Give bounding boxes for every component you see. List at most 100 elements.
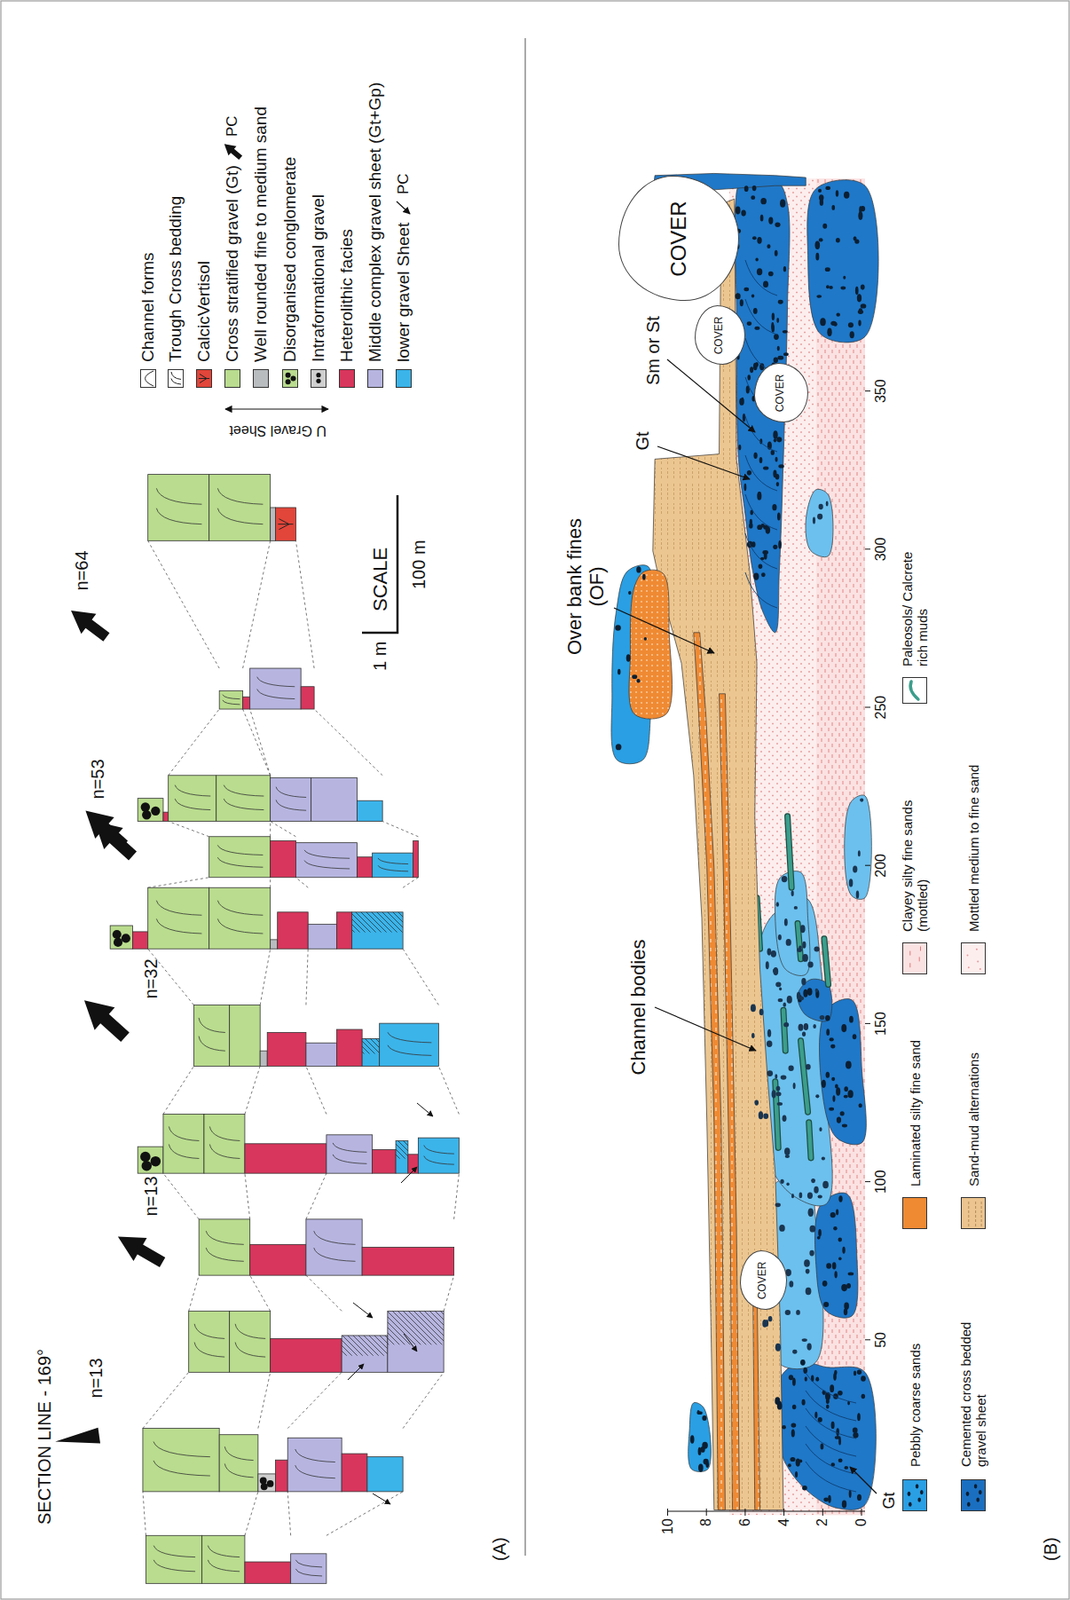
pebble	[826, 328, 832, 337]
pebble	[843, 1307, 848, 1315]
correlation-line	[402, 948, 439, 1005]
pebble	[818, 188, 822, 193]
log-bed	[291, 1553, 327, 1584]
pebble	[768, 1315, 773, 1322]
figure-label: 200	[873, 853, 890, 878]
correlation-line	[306, 1065, 327, 1114]
pebble	[835, 1086, 841, 1096]
cross-bed	[745, 416, 778, 452]
swatch-mark	[919, 956, 921, 961]
pebble	[792, 1404, 796, 1409]
pebble	[832, 1094, 835, 1102]
pebble	[837, 1237, 842, 1243]
pebble	[831, 1077, 835, 1081]
log-bed	[202, 1534, 245, 1583]
log-bed	[336, 1029, 362, 1066]
log-bed	[148, 887, 210, 949]
pebble	[617, 668, 621, 676]
cover-blob: COVER	[694, 306, 746, 366]
cross-bed	[332, 1154, 367, 1164]
pebble	[849, 1015, 854, 1023]
swatch-mark	[171, 371, 181, 385]
legend-swatch	[338, 369, 355, 388]
pebble	[825, 267, 831, 272]
log-bed	[219, 690, 243, 709]
section-axes	[668, 391, 872, 1516]
pebble	[776, 481, 779, 487]
bed-hatch	[387, 1310, 444, 1345]
correlation-line	[142, 1371, 189, 1428]
correlation-line	[244, 1065, 260, 1114]
pebble	[772, 968, 776, 973]
log-bed	[300, 686, 315, 709]
correlation-line	[258, 1371, 271, 1428]
cross-bed	[257, 676, 296, 687]
pebble	[766, 1040, 772, 1048]
log-bed	[413, 840, 419, 877]
correlation-line	[259, 948, 270, 1005]
log-bed	[267, 1031, 307, 1066]
cross-bed	[314, 1247, 356, 1261]
pebble	[829, 1037, 834, 1041]
paleosol-streak	[783, 1009, 786, 1051]
pebble	[826, 284, 830, 289]
pebble	[857, 1412, 861, 1421]
pebble	[776, 317, 779, 323]
swatch-mark	[981, 1199, 983, 1227]
figure-label: 250	[873, 695, 890, 720]
pebble	[860, 1375, 866, 1382]
pebble	[778, 299, 784, 305]
cross-bed	[207, 1559, 240, 1572]
legend-text: Mottled medium to fine sand	[966, 764, 982, 932]
cross-bed	[217, 487, 263, 504]
pebble	[826, 1262, 832, 1268]
swatch-pattern	[196, 369, 212, 387]
correlation-line	[314, 708, 383, 776]
bed-hatch	[361, 1038, 380, 1054]
pebble	[815, 988, 819, 992]
clast	[121, 933, 131, 943]
pebble	[697, 1409, 701, 1414]
log-bed	[311, 777, 358, 821]
pebble	[778, 986, 782, 991]
pebble	[812, 1023, 817, 1029]
cover-label: COVER	[774, 374, 787, 413]
correlation-line	[168, 708, 220, 776]
cover-label: COVER	[667, 200, 691, 276]
pebble	[774, 221, 780, 228]
log-bed	[244, 1143, 327, 1173]
figure-label: SECTION LINE - 169°	[34, 1348, 56, 1525]
pebble	[809, 1250, 814, 1257]
log-bed	[326, 1134, 373, 1173]
paleosol-streak	[801, 1040, 809, 1112]
log-bed	[145, 1534, 202, 1583]
cross-bed	[257, 689, 296, 700]
log-columns	[110, 474, 459, 1584]
pebble	[784, 918, 788, 927]
axis-tick	[865, 548, 871, 550]
paleocurrent-rose-arrow	[74, 989, 136, 1049]
log-bed	[306, 1042, 337, 1066]
pebble	[807, 960, 813, 968]
log-bed	[395, 1140, 409, 1173]
log-bed	[367, 1456, 403, 1492]
pebble	[860, 284, 866, 291]
pebble	[783, 266, 787, 272]
figure-label: SCALE	[369, 547, 392, 612]
pebble	[753, 307, 758, 315]
figure-label: Gt	[880, 1491, 899, 1509]
axis-tick	[865, 390, 871, 392]
legend-swatch	[902, 1196, 928, 1229]
pebble	[782, 1001, 787, 1007]
pebble	[815, 1093, 819, 1098]
pebble	[833, 1226, 837, 1231]
cross-bed	[295, 1559, 323, 1567]
figure-label: 100	[873, 1169, 890, 1194]
pebble	[841, 1023, 847, 1032]
pebble	[786, 995, 793, 1004]
bed-hatch	[395, 1140, 409, 1158]
pebble	[849, 878, 854, 887]
log-bed	[244, 1561, 292, 1583]
pebble	[744, 185, 749, 192]
pebble	[759, 1008, 764, 1015]
